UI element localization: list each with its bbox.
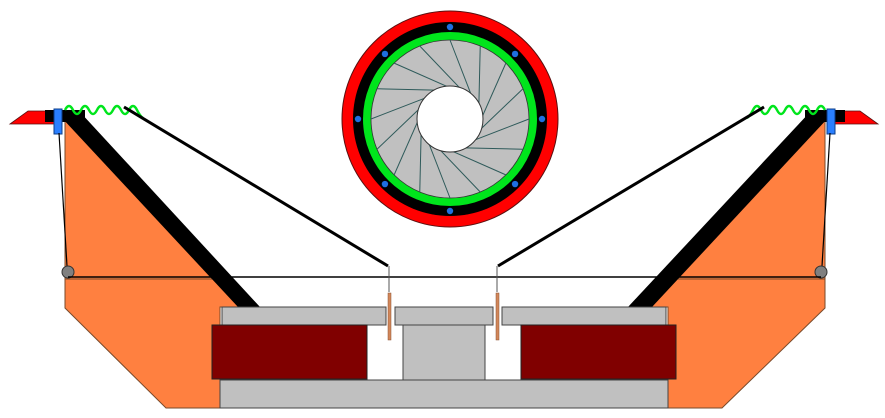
- left-magnet: [211, 324, 368, 380]
- left-voice-coil-lead: [387, 292, 392, 341]
- center-pole: [402, 323, 486, 381]
- right-blue-clip: [826, 108, 836, 135]
- right-cone-wire: [497, 105, 765, 268]
- left-pivot-icon: [61, 265, 75, 279]
- bolt-dot-icon: [511, 180, 519, 188]
- bolt-dot-icon: [446, 207, 454, 215]
- left-cone-wire: [123, 105, 389, 268]
- diaphragm-front-view: [341, 10, 559, 228]
- left-frame: [8, 104, 260, 409]
- right-frame: [628, 104, 880, 409]
- left-blue-clip: [53, 108, 63, 135]
- center-top-plate: [394, 306, 494, 326]
- right-vertical-wire: [821, 132, 831, 267]
- bolt-dot-icon: [381, 180, 389, 188]
- thin-leads: [388, 266, 498, 292]
- bolt-dot-icon: [511, 50, 519, 58]
- right-pivot-icon: [814, 265, 828, 279]
- right-black-slope: [628, 112, 828, 307]
- right-voice-coil-lead: [495, 292, 500, 341]
- cone-wires: [123, 105, 765, 268]
- left-vertical-wire: [58, 132, 68, 267]
- bolt-dot-icon: [446, 23, 454, 31]
- bolt-dot-icon: [538, 115, 546, 123]
- bolt-dot-icon: [381, 50, 389, 58]
- right-green-squiggle: [746, 104, 827, 120]
- bolt-dots: [354, 23, 546, 215]
- right-magnet: [520, 324, 677, 380]
- left-top-plate: [221, 306, 387, 326]
- right-top-plate: [501, 306, 667, 326]
- left-black-slope: [62, 112, 260, 307]
- magnet-assembly: [211, 292, 677, 409]
- center-hole: [416, 85, 484, 153]
- left-green-squiggle: [63, 104, 144, 120]
- bolt-dot-icon: [354, 115, 362, 123]
- bottom-plate: [219, 379, 669, 409]
